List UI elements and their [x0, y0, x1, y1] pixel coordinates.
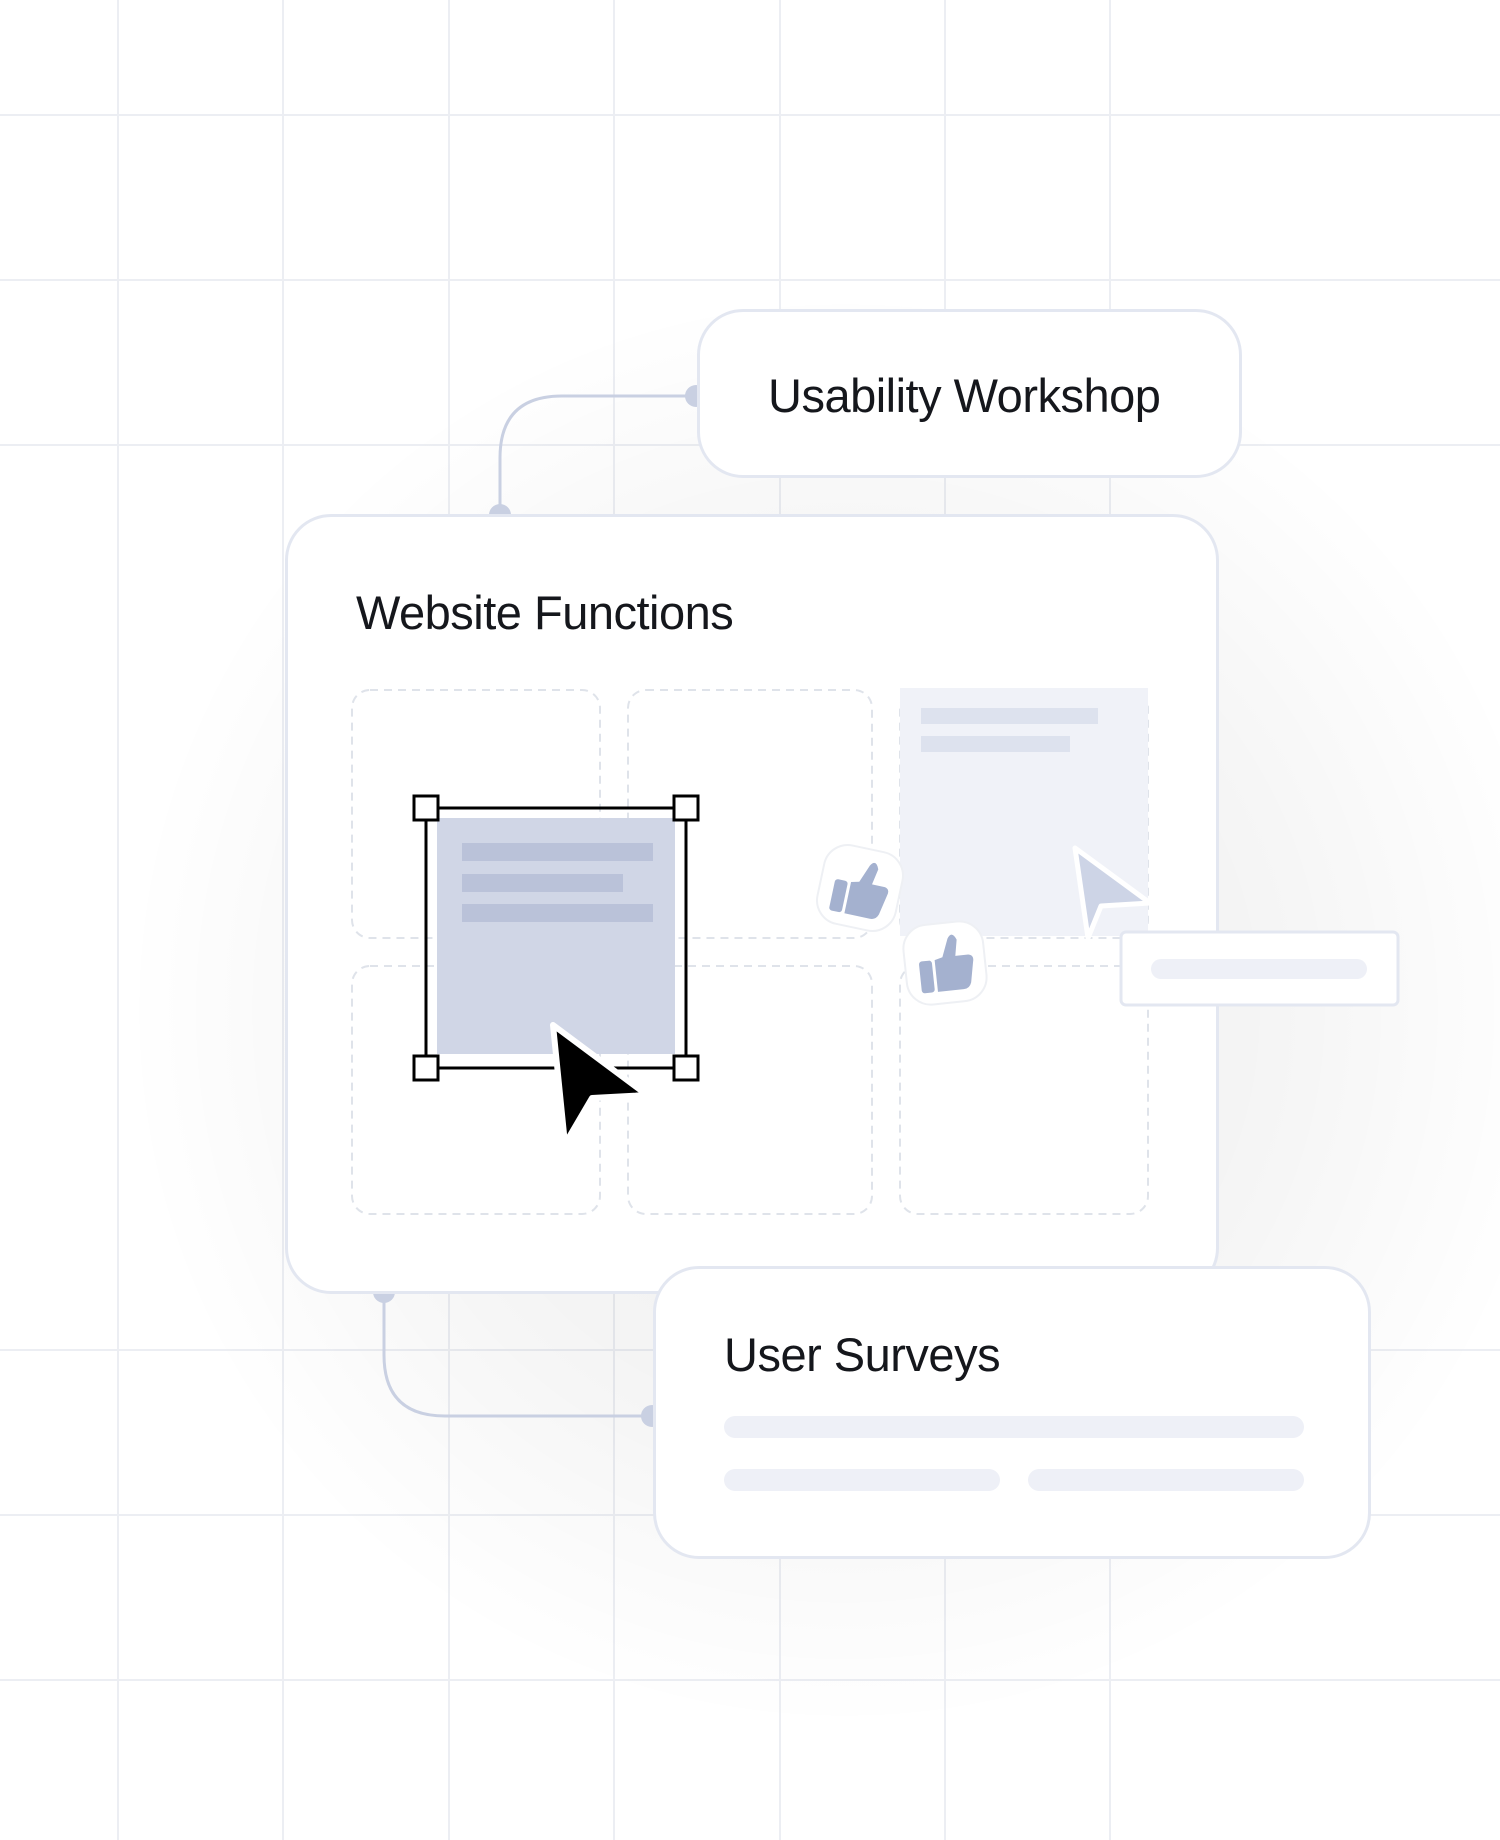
- connector-functions-to-workshop: [498, 394, 696, 515]
- resize-handle-icon[interactable]: [412, 1054, 440, 1082]
- resize-handle-icon[interactable]: [672, 1054, 700, 1082]
- user-surveys-title: User Surveys: [724, 1328, 1001, 1381]
- floating-input-card[interactable]: [1119, 930, 1400, 1007]
- website-functions-title: Website Functions: [356, 586, 734, 639]
- thumbs-up-icon[interactable]: [813, 841, 908, 936]
- resize-handle-icon[interactable]: [672, 794, 700, 822]
- usability-workshop-card[interactable]: Usability Workshop: [697, 309, 1242, 478]
- drop-slot[interactable]: [351, 689, 601, 939]
- resize-handle-icon[interactable]: [412, 794, 440, 822]
- placeholder-line: [724, 1469, 1000, 1491]
- drop-slot[interactable]: [899, 965, 1149, 1215]
- usability-workshop-title: Usability Workshop: [768, 369, 1161, 422]
- mouse-cursor-icon: [550, 1022, 650, 1147]
- placeholder-line: [1028, 1469, 1304, 1491]
- mouse-cursor-icon: [1072, 845, 1153, 941]
- placeholder-line: [724, 1416, 1304, 1438]
- selected-content-block[interactable]: [437, 818, 675, 1054]
- drop-slot[interactable]: [627, 689, 873, 939]
- thumbs-up-icon[interactable]: [901, 919, 989, 1007]
- connector-functions-to-surveys: [382, 1292, 652, 1418]
- user-surveys-card[interactable]: User Surveys: [653, 1266, 1371, 1559]
